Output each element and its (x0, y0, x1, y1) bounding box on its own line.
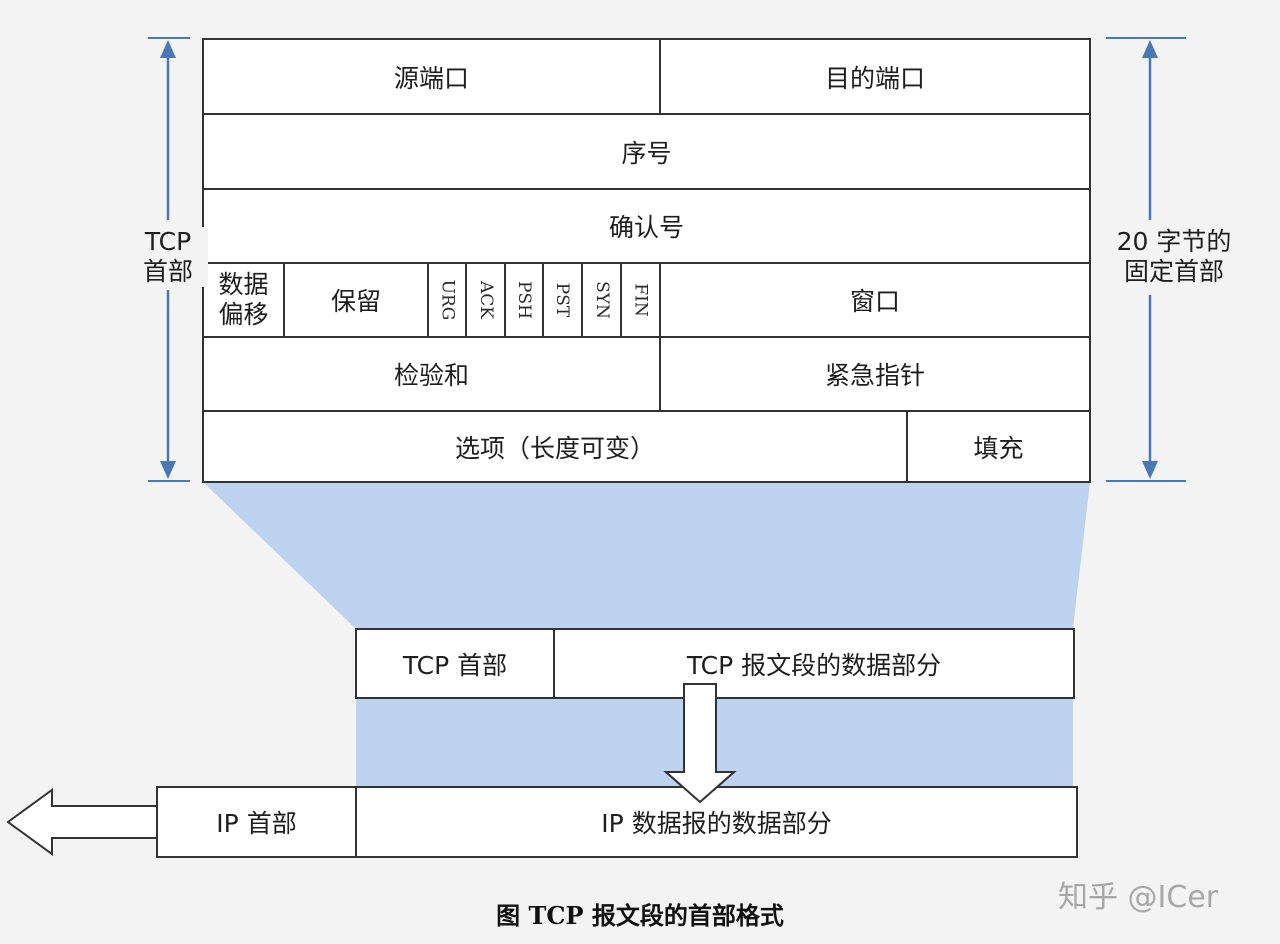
table-border-right (1089, 38, 1091, 483)
left-label-line1: TCP (144, 227, 192, 256)
expansion-trapezoid (203, 482, 1090, 628)
ack-num-cell: 确认号 (203, 189, 1090, 263)
flag-ack-cell: ACK (466, 263, 505, 337)
col-line-ack (504, 262, 506, 338)
flag-psh-cell: PSH (505, 263, 543, 337)
row-line-4 (202, 336, 1091, 338)
watermark: 知乎 @ICer (1058, 880, 1219, 915)
col-line-reserved (427, 262, 429, 338)
data-offset-line1: 数据 (218, 270, 269, 299)
col-line-offset (283, 262, 285, 338)
col-line-psh (542, 262, 544, 338)
col-line-pst (581, 262, 583, 338)
right-dimension-arrow (1106, 37, 1186, 482)
checksum-cell: 检验和 (203, 337, 660, 411)
row-line-5 (202, 410, 1091, 412)
col-line-urg (465, 262, 467, 338)
data-offset-line2: 偏移 (218, 300, 269, 329)
src-port-cell: 源端口 (203, 39, 660, 114)
flag-syn-cell: SYN (582, 263, 621, 337)
figure-caption: 图 TCP 报文段的首部格式 (496, 901, 784, 930)
flag-fin-label: FIN (630, 283, 651, 317)
padding-cell: 填充 (907, 411, 1090, 482)
flag-syn-label: SYN (591, 281, 612, 319)
col-line-padding (906, 410, 908, 482)
table-border-top (202, 38, 1091, 40)
row-line-3 (202, 262, 1091, 264)
flag-urg-label: URG (437, 279, 457, 321)
right-label-line1: 20 字节的 (1116, 227, 1232, 256)
flag-pst-label: PST (552, 282, 573, 318)
flag-pst-cell: PST (543, 263, 582, 337)
ip-header-box: IP 首部 (156, 786, 357, 858)
flag-psh-label: PSH (513, 281, 534, 319)
reserved-cell: 保留 (284, 263, 428, 337)
right-label: 20 字节的 固定首部 (1098, 227, 1250, 287)
row-line-1 (202, 113, 1091, 115)
row-line-2 (202, 188, 1091, 190)
left-dimension-arrow (148, 37, 190, 482)
dst-port-cell: 目的端口 (660, 39, 1090, 114)
right-label-line2: 固定首部 (1123, 257, 1224, 286)
urgent-ptr-cell: 紧急指针 (660, 337, 1090, 411)
flag-fin-cell: FIN (621, 263, 660, 337)
left-arrow-icon (6, 788, 158, 856)
options-cell: 选项（长度可变） (203, 411, 907, 482)
seq-cell: 序号 (203, 114, 1090, 189)
flag-ack-label: ACK (475, 281, 496, 319)
table-border-bottom (202, 481, 1091, 483)
tcp-data-box: TCP 报文段的数据部分 (553, 628, 1075, 699)
left-label-line2: 首部 (142, 257, 193, 286)
flag-urg-cell: URG (428, 263, 466, 337)
left-label: TCP 首部 (128, 227, 208, 287)
window-cell: 窗口 (660, 263, 1090, 337)
data-offset-cell: 数据 偏移 (203, 263, 284, 337)
col-line-mid (659, 262, 661, 412)
col-line-syn (620, 262, 622, 338)
ip-data-box: IP 数据报的数据部分 (355, 786, 1078, 858)
col-line-port (659, 38, 661, 114)
tcp-header-box: TCP 首部 (355, 628, 555, 699)
